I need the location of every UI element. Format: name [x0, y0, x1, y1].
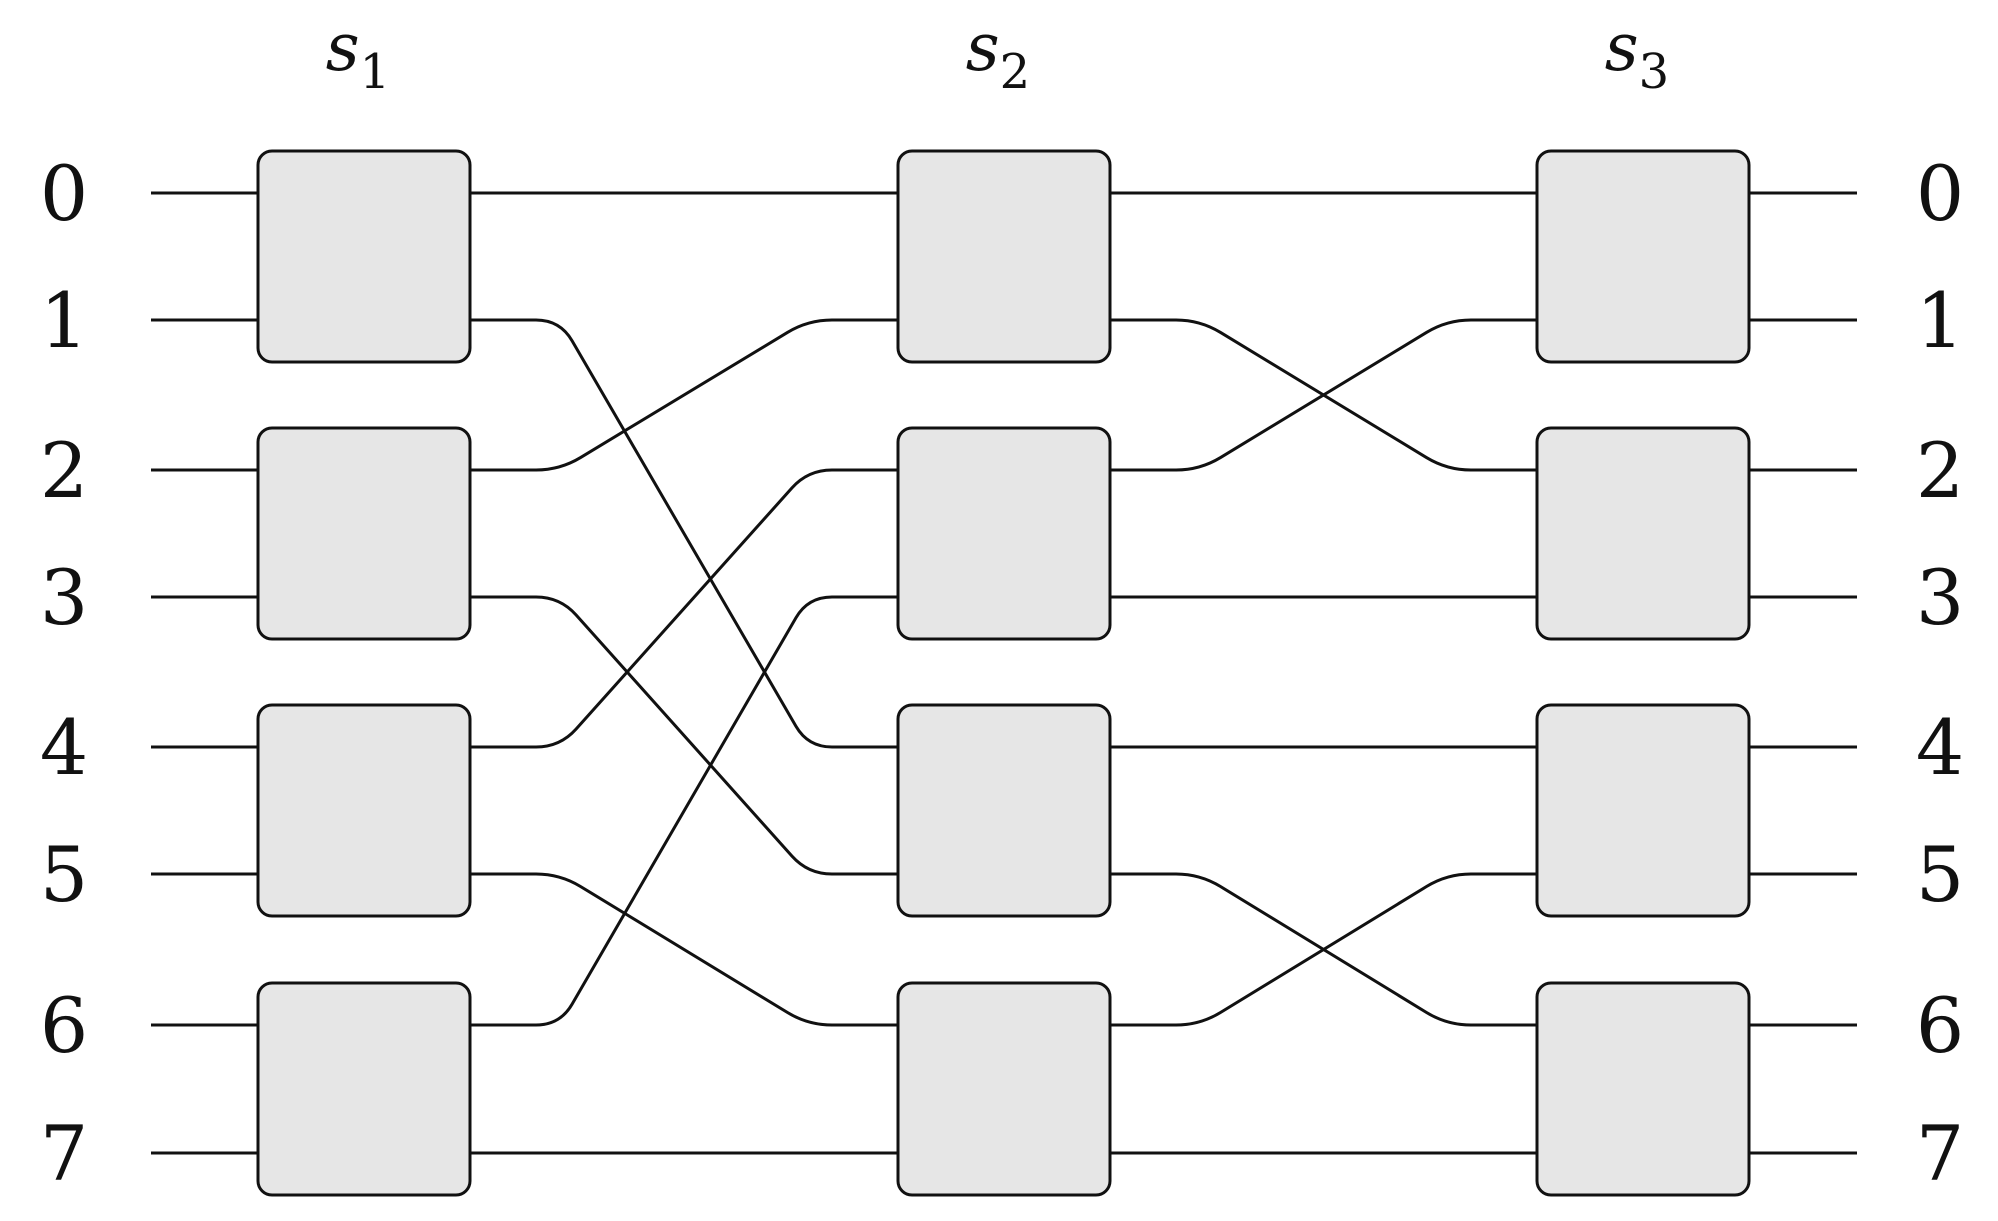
- switch-s3-0: [1535, 149, 1751, 364]
- switch-s1-3: [256, 981, 472, 1197]
- output-label-4: 4: [1916, 703, 1964, 792]
- stage-label-subscript: 3: [1639, 44, 1670, 100]
- stage-label-1: s1: [326, 9, 390, 100]
- input-label-6: 6: [40, 981, 88, 1070]
- input-label-2: 2: [40, 426, 88, 515]
- switch-s2-3: [896, 981, 1112, 1197]
- output-label-7: 7: [1916, 1109, 1964, 1198]
- switch-s3-2: [1535, 703, 1751, 918]
- input-label-3: 3: [40, 553, 88, 642]
- wires: [151, 191, 1857, 1155]
- output-label-3: 3: [1916, 553, 1964, 642]
- output-label-0: 0: [1916, 149, 1964, 238]
- input-label-5: 5: [40, 830, 88, 919]
- input-label-0: 0: [40, 149, 88, 238]
- switch-s2-0: [896, 149, 1112, 364]
- stage-labels: s1 s2 s3: [326, 9, 1669, 100]
- stage-label-3: s3: [1605, 9, 1669, 100]
- link-s2-2-to-s3-1: [1110, 318, 1537, 472]
- link-s1-6-to-s2-3: [470, 595, 898, 1027]
- stage-label-2: s2: [966, 9, 1030, 100]
- switches: [256, 149, 1751, 1197]
- input-label-1: 1: [40, 276, 88, 365]
- link-s1-5-to-s2-6: [470, 872, 898, 1027]
- output-label-1: 1: [1916, 276, 1964, 365]
- switch-s3-1: [1535, 426, 1751, 641]
- link-s1-1-to-s2-4: [470, 318, 898, 749]
- switch-s2-1: [896, 426, 1112, 641]
- link-s1-4-to-s2-2: [470, 468, 898, 749]
- switch-s1-2: [256, 703, 472, 918]
- row-labels: 0 0 1 1 2 2 3 3 4 4 5 5 6 6 7 7: [40, 149, 1964, 1198]
- stage-label-subscript: 1: [360, 44, 391, 100]
- output-label-2: 2: [1916, 426, 1964, 515]
- output-label-5: 5: [1916, 830, 1964, 919]
- link-s2-6-to-s3-5: [1110, 872, 1537, 1027]
- switch-s3-3: [1535, 981, 1751, 1197]
- link-s1-2-to-s2-1: [470, 318, 898, 472]
- input-label-7: 7: [40, 1109, 88, 1198]
- stage-label-subscript: 2: [1000, 44, 1031, 100]
- input-label-4: 4: [40, 703, 88, 792]
- switch-s1-1: [256, 426, 472, 641]
- switch-s1-0: [256, 149, 472, 364]
- output-label-6: 6: [1916, 981, 1964, 1070]
- link-s1-3-to-s2-5: [470, 595, 898, 876]
- switch-s2-2: [896, 703, 1112, 918]
